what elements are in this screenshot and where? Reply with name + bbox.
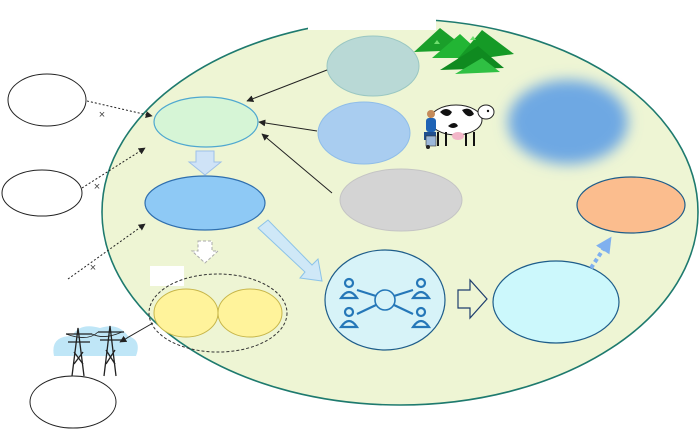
arrow-yellow-to-tower	[119, 322, 154, 343]
yellow-left-node	[153, 288, 219, 338]
cross-mark-2: ×	[94, 181, 100, 193]
dashed-down-arrow	[190, 240, 220, 264]
hub-blue-node	[144, 175, 266, 231]
hills-icon	[414, 28, 514, 74]
arrow-gray-to-hub	[261, 133, 333, 194]
dotted-arrow-external-top	[86, 100, 153, 118]
source-teal-node	[326, 35, 420, 97]
down-arrow-hub	[187, 150, 223, 176]
small-label-box	[150, 266, 184, 286]
outline-arrow-to-output	[457, 278, 488, 320]
arrow-teal-to-hub	[246, 69, 328, 102]
source-gray-node	[339, 168, 463, 232]
arrow-blue-to-hub	[258, 119, 318, 132]
external-mid-node	[1, 169, 83, 217]
hub-green-node	[153, 96, 259, 148]
network-node	[324, 249, 446, 351]
top-label-box	[308, 6, 436, 30]
dotted-arrow-external-mid	[81, 147, 146, 189]
source-blue-node	[317, 101, 411, 165]
output-cyan-node	[492, 260, 620, 344]
dotted-arrow-to-orange	[589, 236, 612, 270]
cross-mark-3: ×	[90, 262, 96, 274]
diagonal-arrow-to-network	[257, 219, 323, 282]
blurred-blue-node	[508, 80, 628, 164]
power-tower-icon	[53, 325, 138, 377]
output-orange-node	[576, 176, 686, 234]
external-bottom-node	[29, 375, 117, 429]
external-top-node	[7, 73, 87, 127]
yellow-right-node	[217, 288, 283, 338]
cow-milking-icon	[424, 104, 495, 149]
cross-mark-1: ×	[99, 109, 105, 121]
network-people-icon	[338, 277, 432, 329]
yellow-group-outline	[148, 273, 288, 353]
